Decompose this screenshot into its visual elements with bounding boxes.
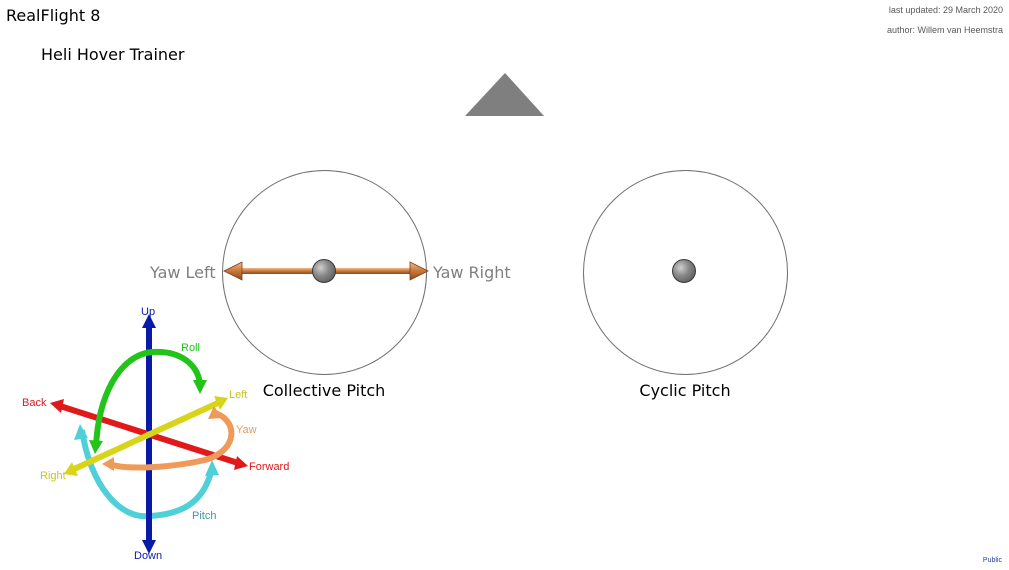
classification-label: Public — [982, 557, 1002, 564]
down-arrowhead-icon — [142, 540, 156, 554]
page-subtitle: Heli Hover Trainer — [41, 45, 185, 64]
yaw-label: Yaw — [236, 424, 257, 436]
pitch-arrowhead-back-icon — [74, 424, 88, 440]
roll-arrowhead-back-icon — [89, 440, 103, 454]
author-text: author: Willem van Heemstra — [886, 25, 1003, 35]
roll-label: Roll — [181, 342, 200, 354]
left-stick-circle — [222, 170, 427, 375]
right-label: Right — [40, 470, 66, 482]
left-arrowhead-icon — [214, 396, 228, 410]
last-updated-text: last updated: 29 March 2020 — [888, 5, 1003, 15]
back-arrowhead-icon — [50, 399, 64, 413]
pitch-label: Pitch — [192, 510, 216, 522]
yaw-arrowhead-icon — [102, 457, 114, 471]
collective-pitch-label: Collective Pitch — [262, 381, 386, 400]
back-label: Back — [22, 397, 47, 409]
up-triangle-icon — [465, 73, 544, 116]
helicopter-axes-diagram: Up Down Roll Left Right Back Forward Yaw… — [22, 306, 289, 562]
right-arrowhead-icon — [64, 462, 78, 476]
right-stick-ball[interactable] — [672, 259, 696, 283]
down-label: Down — [134, 550, 162, 562]
forward-arrowhead-icon — [234, 456, 248, 470]
yaw-right-label: Yaw Right — [433, 263, 511, 282]
left-right-axis-icon — [70, 399, 222, 473]
app-title: RealFlight 8 — [6, 6, 101, 25]
left-label: Left — [229, 389, 247, 401]
yaw-left-label: Yaw Left — [150, 263, 216, 282]
up-label: Up — [141, 306, 155, 318]
yaw-arc-icon — [108, 409, 235, 471]
yaw-arrowhead-back-icon — [208, 406, 222, 419]
roll-arc-icon — [93, 348, 203, 449]
left-stick-ball[interactable] — [312, 259, 336, 283]
pitch-arrowhead-icon — [205, 460, 219, 476]
right-stick-circle — [583, 170, 788, 375]
forward-label: Forward — [249, 461, 289, 473]
cyclic-pitch-label: Cyclic Pitch — [639, 381, 731, 400]
up-arrowhead-icon — [142, 314, 156, 328]
roll-arrowhead-icon — [193, 380, 207, 394]
